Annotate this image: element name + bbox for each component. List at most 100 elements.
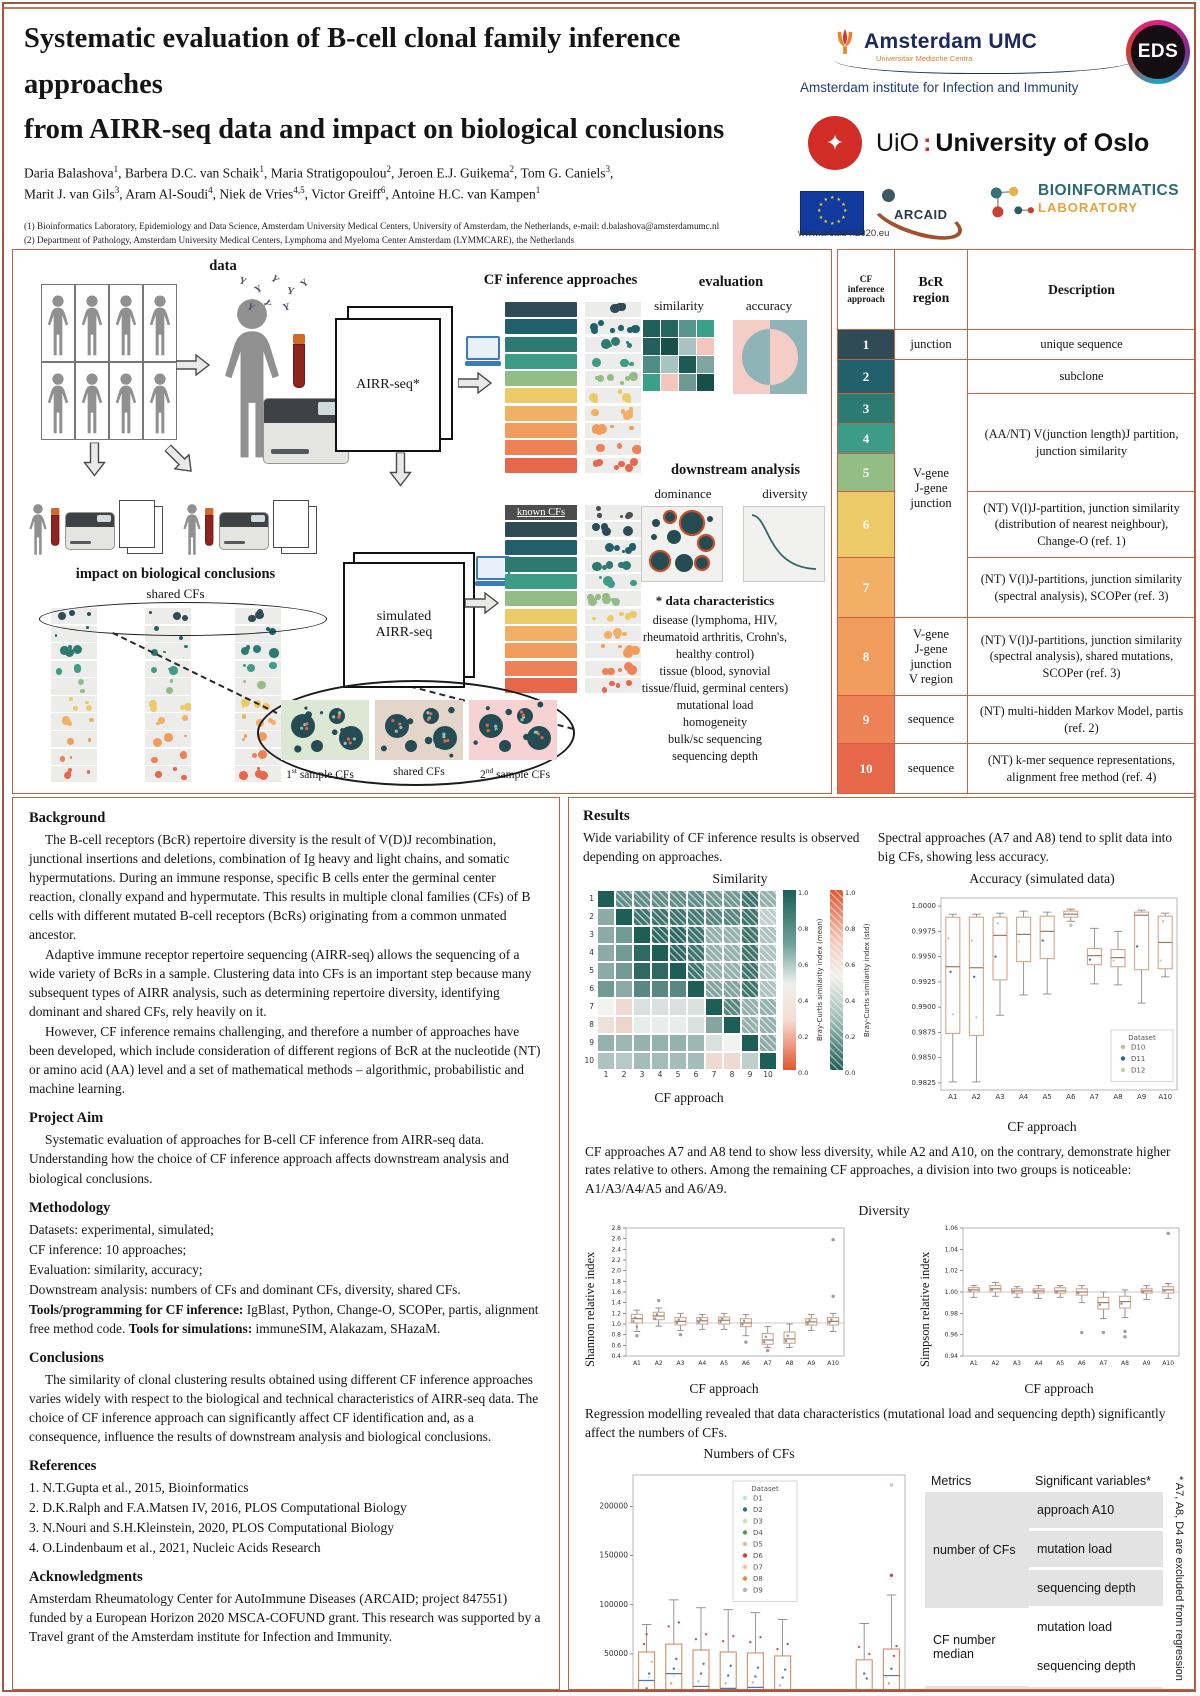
heatmap-cell	[669, 979, 687, 998]
cf-cell	[145, 731, 191, 748]
cf-dot	[169, 679, 174, 683]
heatmap-cell	[741, 997, 759, 1016]
heatmap-cell	[615, 907, 633, 926]
cf-dot	[601, 527, 611, 537]
heatmap-cell	[615, 889, 633, 908]
cf-dot	[619, 611, 624, 616]
diversity-title: Diversity	[858, 1202, 910, 1218]
cf-dot	[67, 767, 72, 772]
heatmap-cell	[759, 1051, 777, 1070]
svg-text:0.9825: 0.9825	[912, 1078, 937, 1086]
heatmap-cell	[633, 997, 651, 1016]
svg-text:A10: A10	[1162, 1360, 1174, 1367]
svg-text:A3: A3	[1013, 1360, 1021, 1367]
ncfs-chart: Numbers of CFs 050000100000150000200000A…	[583, 1446, 915, 1689]
metric-name: singleton percentage	[925, 1685, 1029, 1689]
svg-text:D5: D5	[753, 1541, 763, 1549]
heatmap-cell	[669, 925, 687, 944]
cf-dot	[592, 396, 599, 403]
cf-dot	[73, 705, 79, 711]
cf-dot	[601, 687, 608, 693]
heatmap-cell	[633, 1051, 651, 1070]
section-line: 4. O.Lindenbaum et al., 2021, Nucleic Ac…	[29, 1539, 321, 1555]
heatmap-cell	[597, 961, 615, 980]
cf-dot	[252, 644, 261, 653]
magnifier-ellipse	[257, 680, 575, 786]
cf-dot	[262, 702, 270, 710]
section-heading: Background	[29, 810, 106, 826]
bioinformatics-laboratory-logo: BIOINFORMATICS LABORATORY	[990, 182, 1190, 242]
cf-dot	[606, 373, 614, 381]
similarity-cell	[697, 374, 714, 391]
partition-panel	[585, 353, 641, 369]
cf-dot	[257, 749, 268, 759]
svg-text:A9: A9	[807, 1360, 815, 1367]
cf-dot	[615, 683, 621, 689]
partition-panel	[585, 319, 641, 335]
heatmap-cell	[705, 997, 723, 1016]
heatmap-xtick: 6	[693, 1069, 699, 1079]
approach-bar	[505, 388, 577, 404]
data-characteristic-line: disease (lymphoma, HIV,	[652, 612, 778, 627]
svg-text:0.98: 0.98	[945, 1310, 959, 1317]
cf-dot	[620, 359, 629, 368]
cf-dot	[617, 389, 622, 394]
cf-dot	[183, 702, 191, 711]
section-paragraph: The similarity of clonal clustering resu…	[29, 1371, 539, 1444]
colorbar-tick: 0.6	[798, 960, 809, 969]
svg-text:0.8: 0.8	[611, 1331, 621, 1338]
svg-text:A6: A6	[742, 1360, 750, 1367]
heatmap-cell	[741, 961, 759, 980]
approach-number: 8	[837, 617, 895, 696]
partition-panel	[585, 440, 641, 456]
cf-dot	[180, 705, 186, 711]
cf-dot	[628, 425, 634, 431]
svg-text:A9: A9	[1137, 1093, 1146, 1101]
approach-number: 7	[837, 557, 895, 618]
cf-dot	[242, 664, 246, 668]
similarity-cell	[661, 356, 678, 373]
partition-panel	[585, 591, 641, 607]
heatmap-cell	[687, 943, 705, 962]
table-row: 6(NT) V(l)J-partition, junction similari…	[837, 491, 1196, 558]
cf-dot	[603, 631, 612, 640]
svg-text:2.8: 2.8	[611, 1225, 621, 1232]
cf-dot	[241, 646, 250, 655]
eu-star: ★	[817, 208, 822, 214]
similarity-mini-heatmap	[643, 320, 714, 391]
cf-dot	[601, 667, 610, 676]
heatmap-cell	[687, 925, 705, 944]
sample2-label: 2nd sample CFs	[479, 766, 551, 781]
cf-dot	[610, 336, 621, 347]
approach-number: 6	[837, 491, 895, 558]
cf-dot	[622, 631, 627, 636]
similarity-cell	[643, 338, 660, 355]
cf-dot	[242, 737, 246, 741]
svg-text:A2: A2	[655, 1360, 663, 1367]
shared-cf-column	[145, 608, 191, 783]
heatmap-cell	[615, 1015, 633, 1034]
partition-panel	[585, 539, 641, 555]
cf-dot	[626, 399, 631, 404]
cf-dot	[163, 650, 166, 654]
heatmap-cell	[651, 961, 669, 980]
cf-dot	[269, 648, 279, 658]
person-icon	[75, 362, 109, 440]
cohort-grid	[41, 284, 177, 440]
poster-title: Systematic evaluation of B-cell clonal f…	[24, 23, 725, 146]
heatmap-cell	[741, 979, 759, 998]
heatmap-cell	[651, 1051, 669, 1070]
approach-bar	[505, 591, 577, 607]
cf-dot	[621, 550, 626, 554]
heatmap-cell	[597, 1051, 615, 1070]
cf-dot	[599, 576, 603, 580]
svg-text:1.2: 1.2	[611, 1310, 621, 1317]
eu-star: ★	[843, 208, 848, 214]
cf-dot	[622, 393, 631, 403]
svg-text:A10: A10	[1158, 1093, 1172, 1101]
svg-text:50000: 50000	[604, 1649, 628, 1658]
cf-dot	[591, 561, 602, 572]
significant-variable: approach A2	[1029, 1685, 1163, 1689]
